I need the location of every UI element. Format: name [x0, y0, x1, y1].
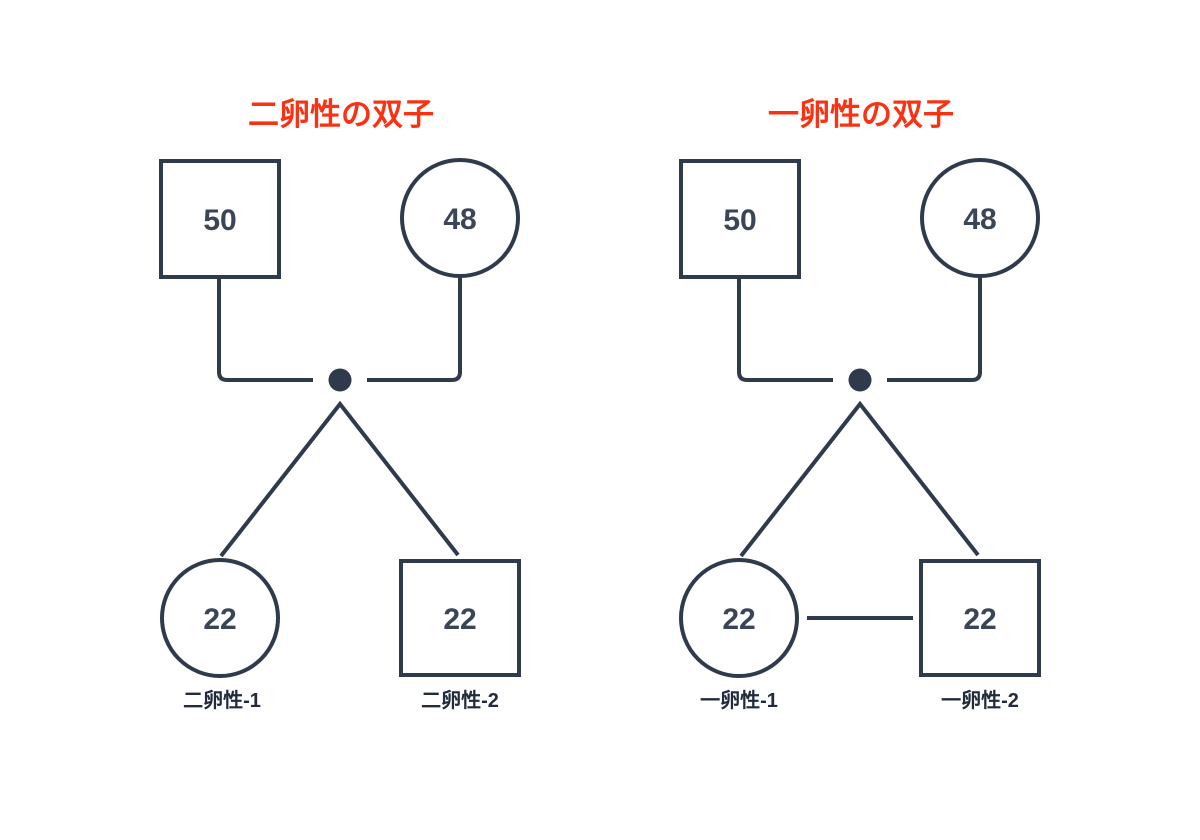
identical-mother-circle: [920, 158, 1040, 278]
identical-union-dot: [848, 368, 872, 392]
identical-descent-lines: [739, 400, 980, 558]
fraternal-couple-connector-left: [217, 277, 313, 382]
fraternal-father-square: [159, 159, 281, 279]
fraternal-descent-lines: [219, 400, 460, 558]
identical-twin2-square: [919, 559, 1041, 677]
fraternal-twin1-age: 22: [203, 603, 236, 636]
identical-father-age: 50: [723, 204, 756, 237]
fraternal-twin1-caption: 二卵性-1: [183, 688, 261, 712]
fraternal-couple-connector-right: [367, 277, 462, 382]
fraternal-twin1-circle: [160, 558, 280, 678]
identical-twin1-circle: [679, 558, 799, 678]
fraternal-twin2-age: 22: [443, 603, 476, 636]
identical-title: 一卵性の双子: [768, 97, 954, 132]
fraternal-twin2-caption: 二卵性-2: [421, 688, 499, 712]
fraternal-father-age: 50: [203, 204, 236, 237]
identical-twin2-age: 22: [963, 603, 996, 636]
identical-twins-pedigree: 一卵性の双子 50 48 22 一卵性-1 22 一卵性-2: [679, 97, 1041, 712]
fraternal-mother-age: 48: [443, 203, 476, 236]
fraternal-twins-pedigree: 二卵性の双子 50 48 22 二卵性-1 22 二卵性-2: [159, 97, 521, 712]
identical-twin1-age: 22: [722, 603, 755, 636]
fraternal-union-dot: [328, 368, 352, 392]
identical-couple-connector-right: [887, 277, 982, 382]
fraternal-twin2-square: [399, 559, 521, 677]
identical-twin1-caption: 一卵性-1: [700, 688, 778, 712]
fraternal-title: 二卵性の双子: [248, 97, 434, 132]
identical-father-square: [679, 159, 801, 279]
identical-twin2-caption: 一卵性-2: [941, 688, 1019, 712]
identical-couple-connector-left: [737, 277, 833, 382]
fraternal-mother-circle: [400, 158, 520, 278]
identical-mother-age: 48: [963, 203, 996, 236]
